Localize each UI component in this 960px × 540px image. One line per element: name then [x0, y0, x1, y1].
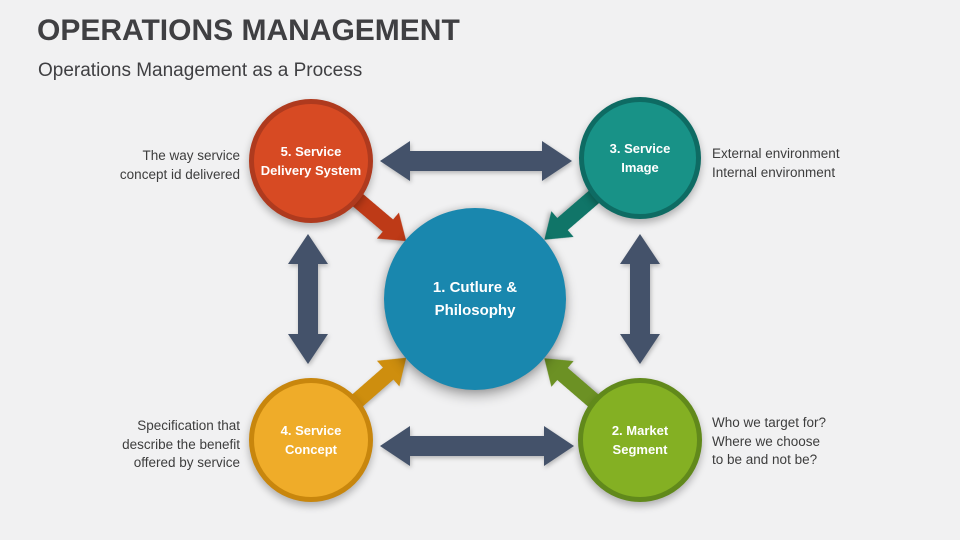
node-market-segment: 2. Market Segment: [578, 378, 702, 502]
node-service-delivery-system: 5. Service Delivery System: [249, 99, 373, 223]
annotation-line: Internal environment: [712, 164, 836, 180]
node-label-line: Segment: [612, 442, 668, 457]
annotation-market-segment: Who we target for? Where we choose to be…: [712, 414, 826, 470]
page-title: OPERATIONS MANAGEMENT: [37, 14, 460, 47]
annotation-line: to be and not be?: [712, 452, 818, 468]
node-label-line: Image: [621, 160, 659, 175]
annotation-line: Where we choose: [712, 433, 821, 449]
page-subtitle: Operations Management as a Process: [38, 60, 363, 81]
annotation-line: offered by service: [133, 455, 240, 471]
node-label-line: 4. Service: [280, 422, 342, 438]
node-label-line: 5. Service: [280, 143, 342, 159]
annotation-line: The way service: [142, 148, 240, 163]
double-arrow-bottom-icon: [380, 426, 574, 466]
double-arrow-top-icon: [380, 141, 572, 181]
annotation-line: concept id delivered: [119, 166, 240, 182]
annotation-service-delivery: The way service concept id delivered: [60, 147, 240, 184]
node-label-line: Concept: [285, 442, 337, 457]
annotation-service-concept: Specification that describe the benefit …: [60, 417, 240, 473]
annotation-line: External environment: [712, 146, 840, 161]
annotation-line: describe the benefit: [122, 436, 240, 452]
node-label-line: 2. Market: [611, 422, 669, 438]
annotation-line: Specification that: [137, 418, 240, 433]
node-label-line: Delivery System: [260, 163, 362, 178]
node-culture-philosophy: 1. Cutlure & Philosophy: [384, 208, 566, 390]
annotation-line: Who we target for?: [712, 415, 827, 430]
node-service-concept: 4. Service Concept: [249, 378, 373, 502]
node-label-line: Philosophy: [434, 302, 516, 319]
double-arrow-right-icon: [620, 234, 660, 364]
node-label-line: 1. Cutlure &: [432, 278, 518, 296]
double-arrow-left-icon: [288, 234, 328, 364]
node-service-image: 3. Service Image: [579, 97, 701, 219]
node-label-line: 3. Service: [609, 140, 671, 156]
annotation-service-image: External environment Internal environmen…: [712, 145, 840, 182]
